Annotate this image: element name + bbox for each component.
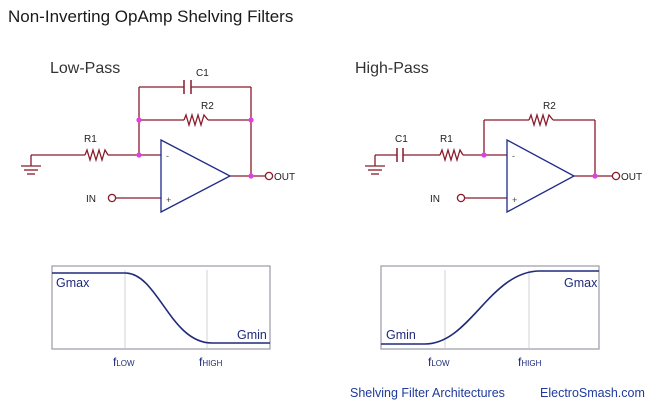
opamp-inverting-sign: - <box>166 151 169 161</box>
gmin-label: Gmin <box>386 328 416 342</box>
out-terminal <box>264 171 274 181</box>
capacitor-c1 <box>396 148 404 162</box>
opamp-noninverting-sign: + <box>512 195 517 205</box>
footer-caption: Shelving Filter Architectures <box>350 386 505 400</box>
graph-frame <box>380 265 600 350</box>
opamp-inverting-sign: - <box>512 151 515 161</box>
in-label: IN <box>430 194 440 205</box>
capacitor-c1 <box>183 80 192 94</box>
in-label: IN <box>86 194 96 205</box>
resistor-r1 <box>84 147 109 163</box>
gmin-label: Gmin <box>237 328 267 342</box>
gmax-label: Gmax <box>564 276 598 290</box>
high-pass-schematic: C1 R1 R2 - + IN OUT <box>365 101 642 214</box>
resistor-r1 <box>439 147 464 163</box>
graph-frame <box>51 265 271 350</box>
footer-brand: ElectroSmash.com <box>540 386 645 400</box>
r2-label: R2 <box>201 101 214 112</box>
resistor-r2 <box>528 112 554 128</box>
r2-label: R2 <box>543 101 556 112</box>
high-pass-graph: Gmax Gmin fLOW fHIGH <box>380 265 600 369</box>
c1-label: C1 <box>196 68 209 79</box>
gmax-label: Gmax <box>56 276 90 290</box>
low-pass-wires <box>31 86 266 199</box>
page-title: Non-Inverting OpAmp Shelving Filters <box>8 7 293 26</box>
ground-symbol <box>365 155 385 175</box>
low-pass-section: Low-Pass <box>21 60 295 369</box>
opamp-noninverting-sign: + <box>166 195 171 205</box>
r1-label: R1 <box>84 134 97 145</box>
resistor-r2 <box>183 112 209 128</box>
junction-dots <box>136 117 254 179</box>
c1-label: C1 <box>395 134 408 145</box>
opamp-symbol <box>506 138 576 214</box>
low-pass-schematic: R1 C1 R2 - + IN OUT <box>21 68 295 214</box>
low-pass-graph: Gmax Gmin fLOW fHIGH <box>51 265 271 369</box>
f-high-label: fHIGH <box>199 355 223 369</box>
high-pass-wires <box>375 119 613 199</box>
high-pass-heading: High-Pass <box>355 60 429 77</box>
gain-curve <box>381 270 599 345</box>
opamp-symbol <box>160 138 232 214</box>
in-terminal <box>456 193 466 203</box>
f-high-label: fHIGH <box>518 355 542 369</box>
r1-label: R1 <box>440 134 453 145</box>
high-pass-section: High-Pass <box>355 60 642 369</box>
f-low-label: fLOW <box>428 355 450 369</box>
gain-curve <box>52 272 270 344</box>
in-terminal <box>107 193 117 203</box>
ground-symbol <box>21 155 41 175</box>
low-pass-heading: Low-Pass <box>50 60 120 77</box>
out-label: OUT <box>274 172 295 183</box>
f-low-label: fLOW <box>113 355 135 369</box>
out-label: OUT <box>621 172 642 183</box>
out-terminal <box>611 171 621 181</box>
junction-dots <box>481 152 598 179</box>
